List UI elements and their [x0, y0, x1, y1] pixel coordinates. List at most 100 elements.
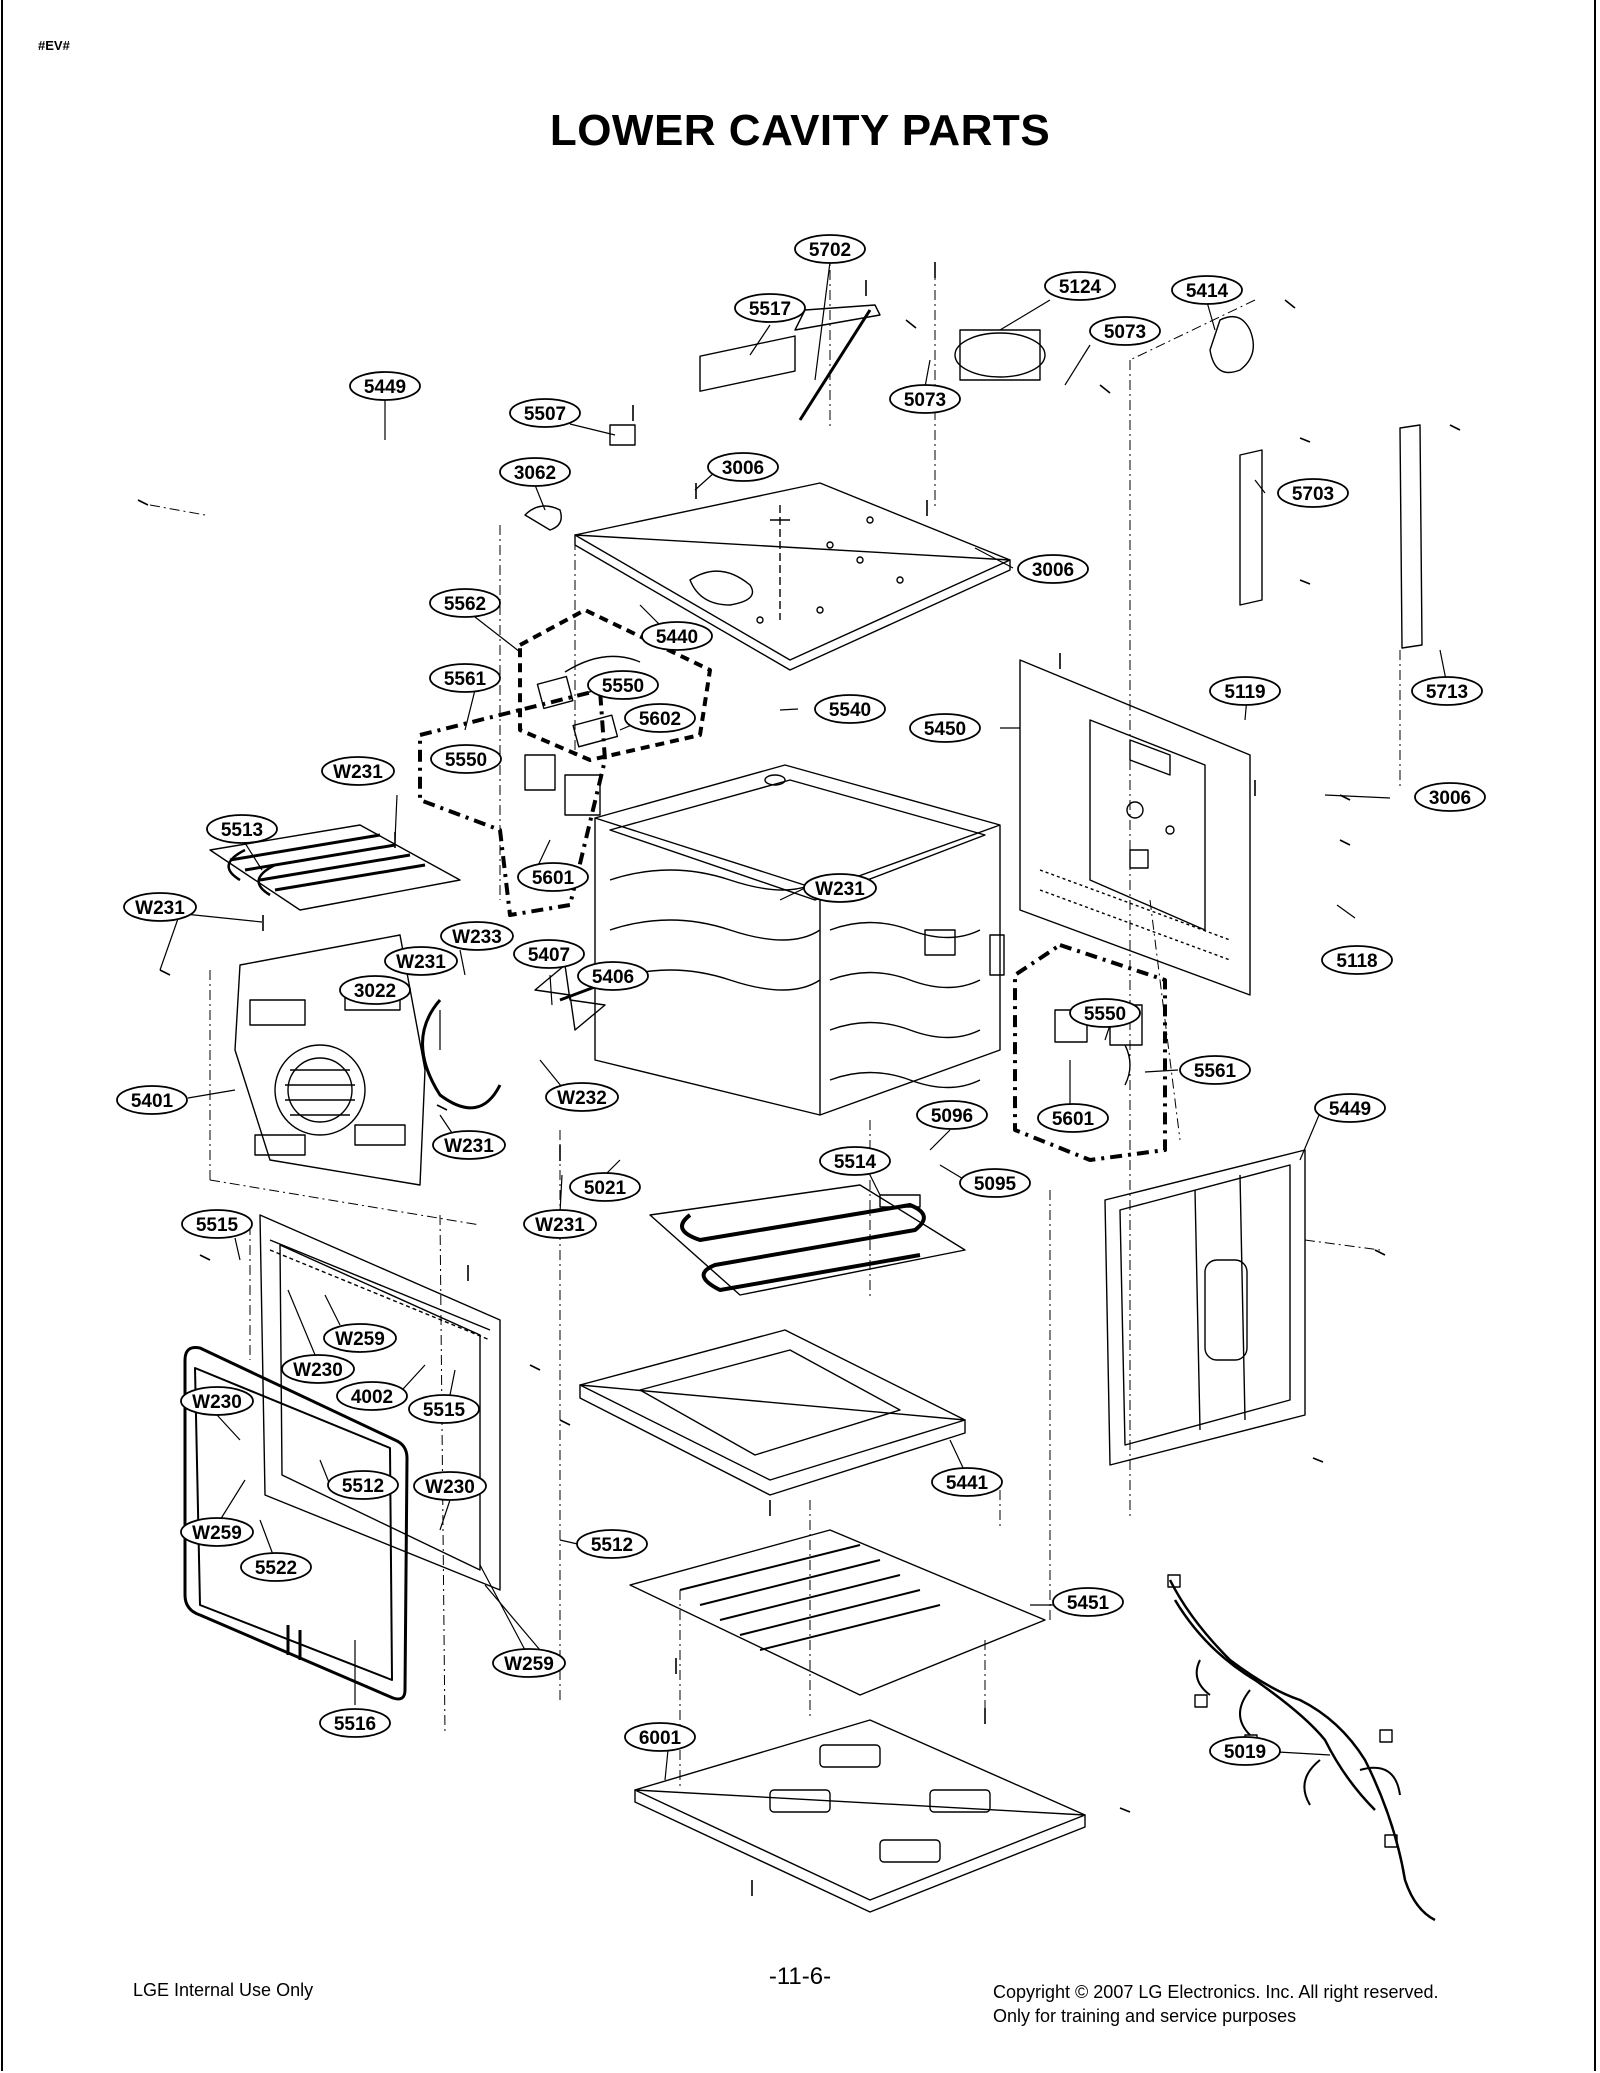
- callout-5021: 5021: [569, 1172, 641, 1202]
- callout-5450: 5450: [909, 713, 981, 743]
- svg-text:W259: W259: [192, 1523, 242, 1544]
- front-frame-part: [259, 1214, 501, 1591]
- svg-text:3006: 3006: [1032, 560, 1074, 581]
- svg-text:5517: 5517: [749, 299, 791, 320]
- svg-text:5522: 5522: [255, 1558, 297, 1579]
- svg-text:5407: 5407: [528, 945, 570, 966]
- assembly-guide-lines: [149, 250, 1401, 1790]
- svg-text:3022: 3022: [354, 981, 396, 1002]
- svg-text:W231: W231: [535, 1215, 585, 1236]
- callout-5561-a: 5561: [429, 663, 501, 693]
- svg-text:5515: 5515: [423, 1400, 466, 1421]
- svg-text:5602: 5602: [639, 709, 681, 730]
- svg-text:5601: 5601: [1052, 1109, 1095, 1130]
- svg-text:W231: W231: [333, 762, 383, 783]
- svg-text:5118: 5118: [1336, 951, 1377, 972]
- callout-5562: 5562: [429, 588, 501, 618]
- callout-3006-b: 3006: [1017, 554, 1089, 584]
- svg-text:5713: 5713: [1426, 682, 1468, 703]
- callout-5561-b: 5561: [1179, 1055, 1251, 1085]
- svg-text:5095: 5095: [974, 1174, 1017, 1195]
- callout-5414: 5414: [1171, 275, 1243, 305]
- callout-5550-b: 5550: [430, 744, 502, 774]
- svg-text:5119: 5119: [1224, 682, 1265, 703]
- svg-text:5450: 5450: [924, 719, 966, 740]
- callout-4002: 4002: [336, 1381, 408, 1411]
- callout-w230-a: W230: [281, 1354, 355, 1384]
- callout-5713: 5713: [1411, 676, 1483, 706]
- callout-5073-b: 5073: [889, 384, 961, 414]
- svg-text:3062: 3062: [514, 463, 556, 484]
- svg-text:5550: 5550: [602, 676, 644, 697]
- bottom-tray-part: [579, 1329, 966, 1496]
- callout-5512-b: 5512: [576, 1529, 648, 1559]
- callout-w231-a: W231: [321, 756, 395, 786]
- oven-cavity-part: [594, 764, 1005, 1116]
- page-title: LOWER CAVITY PARTS: [549, 106, 1051, 155]
- callout-5073-a: 5073: [1089, 316, 1161, 346]
- svg-text:5124: 5124: [1059, 277, 1102, 298]
- svg-text:5515: 5515: [196, 1215, 239, 1236]
- callout-5095: 5095: [959, 1168, 1031, 1198]
- callout-labels: 5702 5124 5414 5517 5073 5073 5449 5507 …: [116, 234, 1486, 1766]
- callout-5516: 5516: [319, 1708, 391, 1738]
- svg-text:3006: 3006: [1429, 788, 1471, 809]
- callout-w231-c: W231: [123, 892, 197, 922]
- callout-5401: 5401: [116, 1085, 188, 1115]
- svg-text:5021: 5021: [584, 1178, 627, 1199]
- svg-text:W231: W231: [396, 952, 446, 973]
- callout-5702: 5702: [794, 234, 866, 264]
- document-tag: #EV#: [38, 38, 70, 53]
- svg-text:W233: W233: [452, 927, 502, 948]
- footer-training-note: Only for training and service purposes: [993, 2006, 1297, 2026]
- callout-5512-a: 5512: [327, 1470, 399, 1500]
- svg-text:W259: W259: [335, 1329, 385, 1350]
- svg-text:W231: W231: [444, 1136, 494, 1157]
- svg-text:5019: 5019: [1224, 1742, 1266, 1763]
- svg-text:5406: 5406: [592, 967, 634, 988]
- svg-text:5540: 5540: [829, 700, 871, 721]
- svg-text:5562: 5562: [444, 594, 486, 615]
- callout-5441: 5441: [931, 1467, 1003, 1497]
- callout-5550-c: 5550: [1069, 998, 1141, 1028]
- footer-copyright-block: Copyright © 2007 LG Electronics. Inc. Al…: [993, 1980, 1438, 2028]
- callout-5124: 5124: [1044, 271, 1116, 301]
- callout-w231-f: W231: [523, 1209, 597, 1239]
- svg-text:5073: 5073: [1104, 322, 1146, 343]
- svg-text:W231: W231: [815, 879, 865, 900]
- svg-text:5561: 5561: [1194, 1061, 1237, 1082]
- svg-text:5550: 5550: [1084, 1004, 1126, 1025]
- svg-text:5512: 5512: [591, 1535, 633, 1556]
- callout-5515-b: 5515: [408, 1394, 480, 1424]
- callout-leader-lines: [159, 261, 1449, 1781]
- callout-w259-a: W259: [323, 1323, 397, 1353]
- footer-internal-use: LGE Internal Use Only: [133, 1980, 314, 2000]
- callout-w231-b: W231: [803, 873, 877, 903]
- callout-5406: 5406: [577, 961, 649, 991]
- callout-5601-a: 5601: [517, 862, 589, 892]
- svg-text:5401: 5401: [131, 1091, 174, 1112]
- svg-text:5449: 5449: [364, 377, 406, 398]
- callout-5513: 5513: [206, 814, 278, 844]
- svg-text:6001: 6001: [639, 1728, 682, 1749]
- callout-5449-a: 5449: [349, 371, 421, 401]
- svg-text:5601: 5601: [532, 868, 575, 889]
- wire-harness-part: [1167, 1574, 1436, 1922]
- svg-text:5702: 5702: [809, 240, 851, 261]
- svg-text:W230: W230: [293, 1360, 343, 1381]
- svg-text:5703: 5703: [1292, 484, 1334, 505]
- callout-5449-b: 5449: [1314, 1093, 1386, 1123]
- callout-w230-b: W230: [180, 1386, 254, 1416]
- svg-text:5449: 5449: [1329, 1099, 1371, 1120]
- svg-text:5514: 5514: [834, 1152, 877, 1173]
- callout-5096: 5096: [916, 1100, 988, 1130]
- svg-text:5561: 5561: [444, 669, 487, 690]
- svg-text:W259: W259: [504, 1654, 554, 1675]
- callout-5119: 5119: [1209, 676, 1281, 706]
- callout-w259-c: W259: [492, 1648, 566, 1678]
- footer-page-number: -11-6-: [768, 1963, 832, 1990]
- callout-5522: 5522: [240, 1552, 312, 1582]
- top-cover-part: [574, 482, 1011, 671]
